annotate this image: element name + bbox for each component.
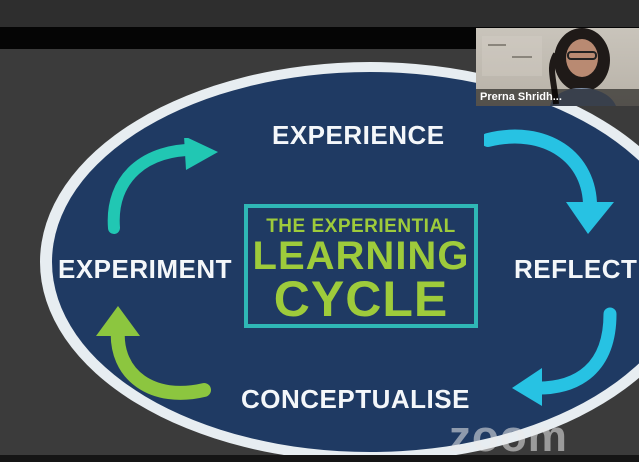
title-line-1: THE EXPERIENTIAL	[266, 216, 456, 237]
arrow-top-left-icon	[107, 138, 218, 234]
participant-name-label: Prerna Shridh...	[476, 89, 639, 106]
bottom-bar	[0, 455, 639, 462]
stage-conceptualise-label: CONCEPTUALISE	[241, 384, 470, 414]
shelf-icon	[482, 36, 542, 76]
top-toolbar	[0, 0, 639, 27]
stage-experience-label: EXPERIENCE	[272, 120, 445, 150]
arrow-bottom-left-icon	[96, 306, 211, 400]
arrow-bottom-right-icon	[512, 307, 617, 406]
stage-reflect-label: REFLECT	[514, 254, 638, 284]
title-line-3: CYCLE	[273, 271, 449, 327]
title-line-2: LEARNING	[252, 234, 470, 278]
participant-video-tile[interactable]: Prerna Shridh...	[476, 28, 639, 106]
zoom-watermark: zoom	[449, 412, 568, 461]
arrow-top-right-icon	[484, 129, 614, 234]
stage-experiment-label: EXPERIMENT	[58, 254, 233, 284]
cycle-title-box: THE EXPERIENTIAL LEARNING CYCLE	[244, 204, 478, 328]
